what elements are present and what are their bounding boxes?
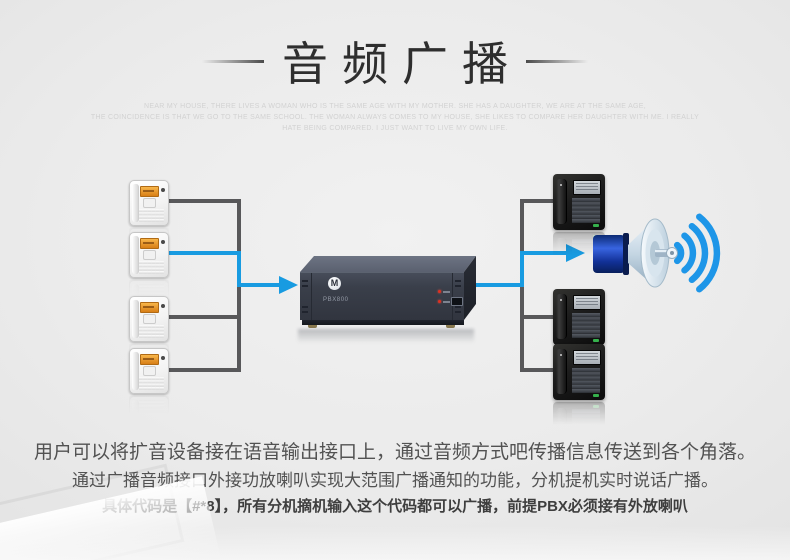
pbx-foot xyxy=(308,325,317,328)
white-extension-phone-2 xyxy=(129,232,169,278)
phone-keypad xyxy=(572,198,600,223)
sound-waves-icon xyxy=(673,213,721,293)
phone-nav-keys xyxy=(143,314,156,324)
title-divider-right xyxy=(526,59,588,63)
pbx-foot xyxy=(446,325,455,328)
pbx-model-label: PBX800 xyxy=(323,297,349,303)
phone-keypad xyxy=(139,209,164,222)
pbx-logo: M xyxy=(328,277,341,290)
phone-speaker-dot xyxy=(161,356,165,360)
title-divider-left xyxy=(202,59,264,63)
pbx-led-icon xyxy=(438,290,441,293)
white-extension-phone-1 xyxy=(129,180,169,226)
description-line-2: 通过广播音频接口外接功放喇叭实现大范围广播通知的功能，分机提机实时说话广播。 xyxy=(72,471,718,490)
black-desk-phone-1 xyxy=(553,174,605,230)
phone-led-dot xyxy=(560,184,562,186)
pbx-led-icon xyxy=(438,300,441,303)
black-desk-phone-3 xyxy=(553,344,605,400)
left-bus-active-segment xyxy=(237,251,241,287)
phone-screen xyxy=(140,354,159,365)
black-desk-phone-2 xyxy=(553,289,605,345)
phone-led-dot xyxy=(560,299,562,301)
phone-led-dot xyxy=(560,354,562,356)
phone-keypad xyxy=(139,325,164,338)
connector-left-extension-4 xyxy=(163,368,241,372)
watermark-line: HATE BEING COMPARED. I JUST WANT TO LIVE… xyxy=(282,125,508,132)
page-header: 音频广播 xyxy=(0,30,790,92)
phone-nav-keys xyxy=(143,250,156,260)
phone-nav-keys xyxy=(143,366,156,376)
phone-handset xyxy=(556,349,567,394)
watermark-line: NEAR MY HOUSE, THERE LIVES A WOMAN WHO I… xyxy=(144,103,646,110)
phone-handset xyxy=(556,294,567,339)
pbx-side-face xyxy=(464,256,476,320)
white-extension-phone-4 xyxy=(129,348,169,394)
bottom-fade xyxy=(0,526,790,560)
phone-keypad xyxy=(139,261,164,274)
watermark-line: THE COINCIDENCE IS THAT WE GO TO THE SAM… xyxy=(90,114,700,121)
phone-handset xyxy=(132,300,139,338)
phone-call-key xyxy=(593,394,599,397)
loudspeaker-horn-icon xyxy=(593,213,721,293)
description-line-1: 用户可以将扩音设备接在语音输出接口上，通过音频方式吧传播信息传送到各个角落。 xyxy=(33,442,756,463)
phone-handset xyxy=(132,352,139,390)
arrow-into-pbx-icon xyxy=(279,276,298,294)
phone-handset xyxy=(132,236,139,274)
connector-left-extension-1 xyxy=(163,199,241,203)
pbx-led-label xyxy=(443,301,450,303)
phone-call-key xyxy=(593,224,599,227)
connector-right-extension-3 xyxy=(524,368,556,372)
phone-keypad xyxy=(139,377,164,390)
phone-call-key xyxy=(593,339,599,342)
phone-screen xyxy=(573,350,601,365)
right-to-speaker-line xyxy=(522,251,568,255)
phone-speaker-dot xyxy=(161,188,165,192)
phone-keypad xyxy=(572,313,600,338)
dial-code-note: 具体代码是【#*8】，所有分机摘机输入这个代码都可以广播，前提PBX必须接有外放… xyxy=(102,498,688,515)
phone-screen xyxy=(140,186,159,197)
connector-left-extension-3 xyxy=(163,315,241,319)
phone-keypad xyxy=(572,368,600,393)
page-title: 音频广播 xyxy=(282,38,522,90)
phone-screen xyxy=(140,302,159,313)
arrow-into-speaker-icon xyxy=(566,244,585,262)
pbx-front-panel: M PBX800 xyxy=(300,272,464,321)
pbx-base xyxy=(302,320,464,325)
phone-screen xyxy=(573,295,601,310)
left-to-pbx-line xyxy=(239,283,281,287)
pbx-rack-ear-left xyxy=(300,273,312,321)
phone-screen xyxy=(573,180,601,195)
pbx-reflection xyxy=(298,329,474,343)
phone-nav-keys xyxy=(143,198,156,208)
pbx-device: M PBX800 xyxy=(298,242,478,343)
phone-speaker-dot xyxy=(161,240,165,244)
pbx-to-right-bus-line xyxy=(476,283,522,287)
phone-handset xyxy=(556,179,567,224)
white-extension-phone-3 xyxy=(129,296,169,342)
pbx-audio-port xyxy=(451,297,463,306)
phone-screen xyxy=(140,238,159,249)
right-bus-active-segment xyxy=(520,251,524,287)
phone-handset xyxy=(132,184,139,222)
connector-left-extension-2-active xyxy=(163,251,241,255)
connector-right-extension-2 xyxy=(524,315,556,319)
phone-speaker-dot xyxy=(161,304,165,308)
pbx-top-face xyxy=(300,256,476,272)
horn-body xyxy=(593,218,678,288)
pbx-led-label xyxy=(443,291,450,293)
watermark-text: NEAR MY HOUSE, THERE LIVES A WOMAN WHO I… xyxy=(0,101,790,134)
connector-right-extension-1 xyxy=(524,199,556,203)
